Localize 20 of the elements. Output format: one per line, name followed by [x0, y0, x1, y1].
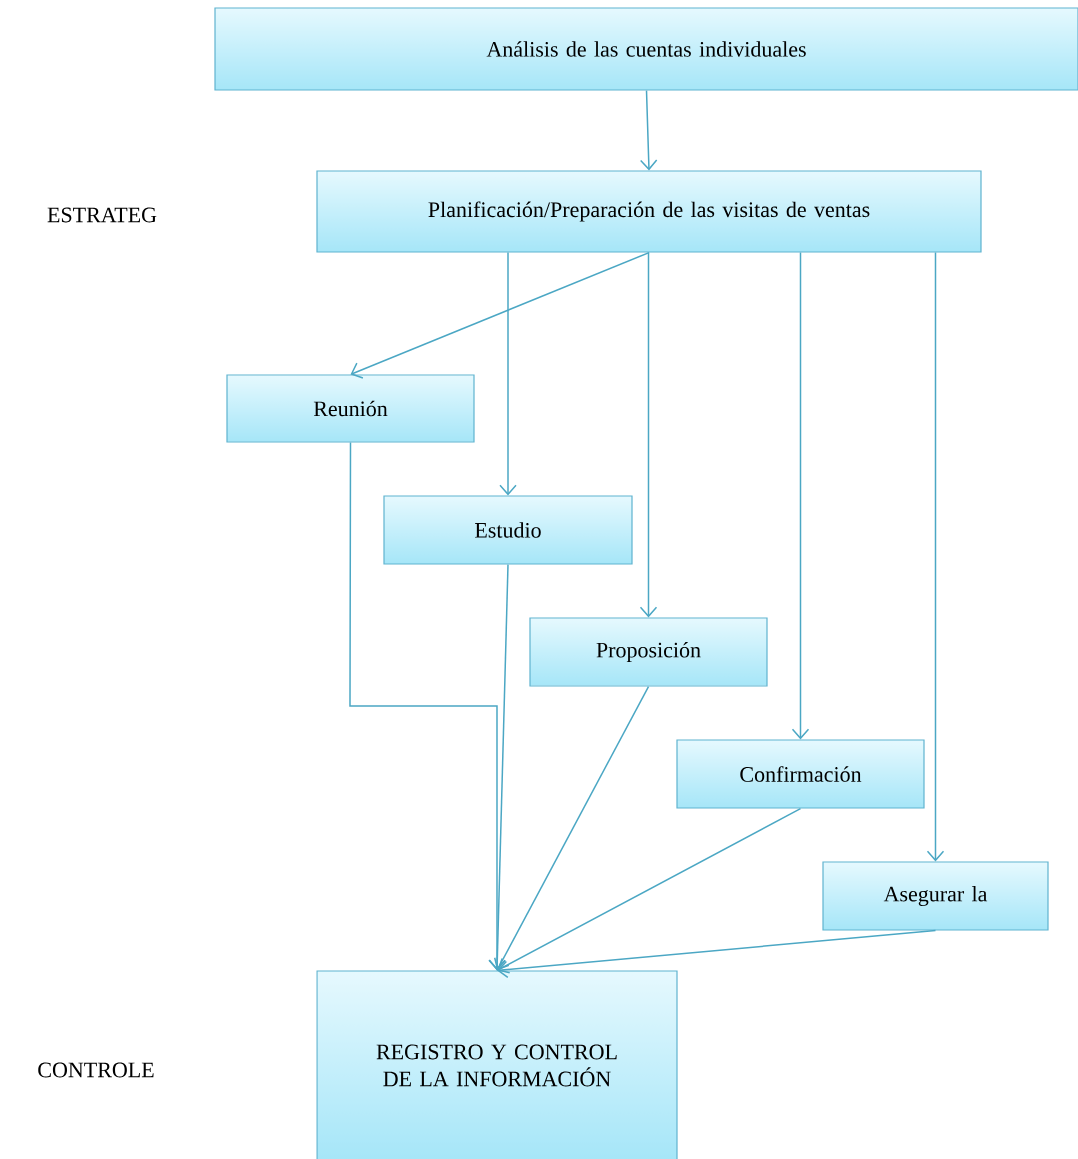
arrow [350, 251, 650, 379]
arrow [639, 251, 658, 618]
arrow [493, 685, 650, 971]
process-box: Planificación/Preparación de las visitas de ventas [316, 170, 982, 253]
process-box: Proposición [529, 617, 768, 687]
process-box: Asegurar la [822, 861, 1049, 931]
process-box: Estudio [383, 495, 633, 565]
process-box: Confirmación [676, 739, 925, 809]
arrow [639, 89, 658, 171]
arrow [497, 929, 937, 979]
process-box: Reunión [226, 374, 475, 443]
side-label: ESTRATEG [47, 207, 157, 223]
arrow [488, 563, 509, 971]
process-box: Análisis de las cuentas individuales [214, 7, 1078, 91]
arrow [791, 251, 810, 740]
arrow [497, 807, 802, 974]
process-box: REGISTRO Y CONTROL DE LA INFORMACIÓN [316, 970, 678, 1159]
side-label: CONTROLE [38, 1062, 154, 1078]
arrow [499, 251, 517, 496]
arrow [926, 251, 945, 862]
